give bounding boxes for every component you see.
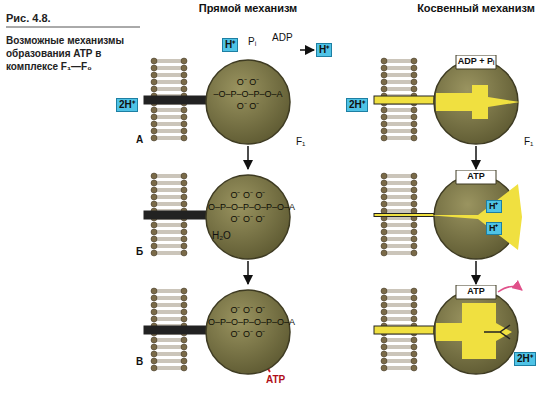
f0-channel [144,326,206,334]
proton-label: 2H⁺ [514,352,536,366]
f0-channel [374,214,434,217]
figure-number: Рис. 4.8. [6,12,51,24]
proton-label: H⁺ [222,38,238,52]
f0-channel [144,211,206,219]
phosphate-chain: O–P–O–P–O–P–O–A [208,317,295,328]
phosphate-chain: O⁻ O⁻ [226,101,270,112]
subunit-label: F₁ [296,136,305,148]
nucleotide-label: ADP + Pᵢ [452,56,500,67]
step-letter: В [136,356,143,368]
nucleotide-label: ATP [460,171,492,182]
phosphate-label: Pᵢ [248,36,256,48]
step-arrow [475,146,477,169]
nucleotide-label: ATP [460,286,492,297]
step-letter: Б [136,246,143,258]
f1-shape [426,170,526,260]
phosphate-chain: O⁻ O⁻ O⁻ [216,305,280,316]
column-header: Прямой механизм [199,2,298,14]
f0-channel [374,96,434,104]
subunit-label: F₁ [524,136,533,148]
f1-complex-circle: ATP H⁺ H⁺ [426,170,526,260]
f1-complex-circle: O⁻ O⁻–O–P–O–P–O–AO⁻ O⁻ [198,55,298,145]
f1-shape [426,285,526,375]
f1-complex-circle: O⁻ O⁻ O⁻O–P–O–P–O–P–O–AO⁻ O⁻ O⁻ [198,170,298,260]
proton-label: H⁺ [316,43,332,57]
phosphate-chain: O⁻ O⁻ O⁻ [216,190,280,201]
phosphate-chain: O⁻ O⁻ [226,77,270,88]
step-arrow [247,146,249,169]
proton-label: 2H⁺ [346,98,368,112]
f1-shape [198,55,298,145]
f0-channel [374,326,434,334]
nucleotide-label: ATP [266,374,285,386]
proton-label: 2H⁺ [116,98,138,112]
f1-complex-circle: ADP + Pᵢ [426,55,526,145]
f1-complex-circle: O⁻ O⁻ O⁻O–P–O–P–O–P–O–AO⁻ O⁻ O⁻ [198,285,298,375]
proton-label: H⁺ [486,222,502,235]
phosphate-chain: O⁻ O⁻ O⁻ [216,214,280,225]
phosphate-chain: O–P–O–P–O–P–O–A [208,202,295,213]
f1-shape [426,55,526,145]
phosphate-chain: O⁻ O⁻ O⁻ [216,329,280,340]
nucleotide-label: ADP [272,32,293,44]
phosphate-chain: –O–P–O–P–O–A [208,89,288,100]
f0-channel [144,96,206,104]
column-header: Косвенный механизм [417,2,535,14]
f1-complex-circle: ATP [426,285,526,375]
water-label: H₂O [212,230,231,242]
proton-label: H⁺ [486,200,502,213]
step-letter: A [136,134,143,146]
step-arrow [475,261,477,284]
figure-caption: Возможные механизмы образования ATP в ко… [6,34,124,73]
step-arrow [247,261,249,284]
